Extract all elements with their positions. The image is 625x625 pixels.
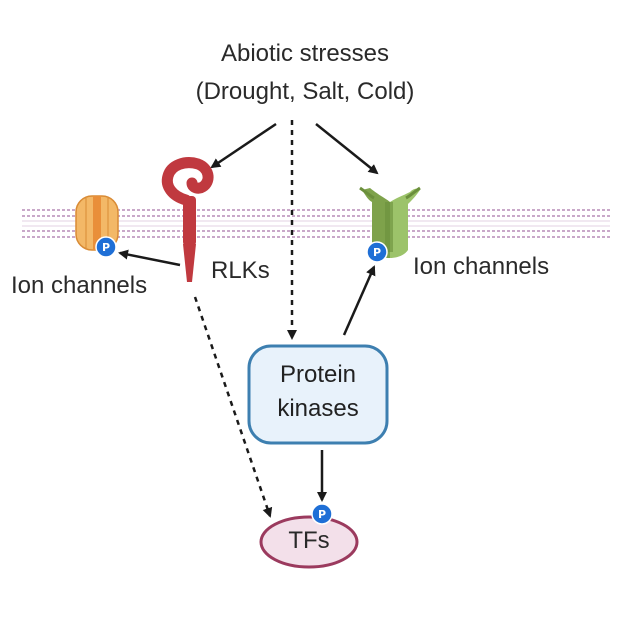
- protein-kinases-label: Protein kinases: [249, 358, 387, 426]
- arrow-stress-to-ion-channel-right: [315, 123, 379, 175]
- protein-kinases-line2: kinases: [277, 395, 359, 422]
- svg-text:P: P: [102, 241, 110, 254]
- title-line1: Abiotic stresses: [220, 40, 390, 67]
- svg-text:P: P: [373, 246, 381, 259]
- protein-kinases-box: [247, 344, 389, 445]
- arrow-protein-kinases-to-ion-channel-right: [342, 265, 376, 336]
- arrow-rlks-to-ion-channel-left: [118, 249, 181, 267]
- arrow-stress-to-rlks: [210, 122, 277, 169]
- phospho-marker-left-icon: P: [95, 236, 117, 258]
- tfs-label: TFs: [288, 527, 330, 554]
- rlks-label: RLKs: [211, 257, 270, 284]
- ion-channels-right-label: Ion channels: [413, 253, 550, 280]
- ion-channels-left-label: Ion channels: [11, 272, 148, 299]
- cell-membrane: [22, 209, 610, 238]
- svg-text:P: P: [318, 508, 326, 521]
- phospho-marker-tfs-icon: P: [311, 503, 333, 525]
- arrow-rlks-to-tfs: [193, 296, 273, 518]
- rlk-receptor-icon: [161, 157, 214, 282]
- phospho-marker-right-icon: P: [366, 241, 388, 263]
- protein-kinases-line1: Protein: [279, 361, 357, 388]
- tfs-ellipse: [259, 515, 359, 569]
- title-line2: (Drought, Salt, Cold): [195, 78, 415, 105]
- ion-channel-right-icon: [359, 186, 421, 258]
